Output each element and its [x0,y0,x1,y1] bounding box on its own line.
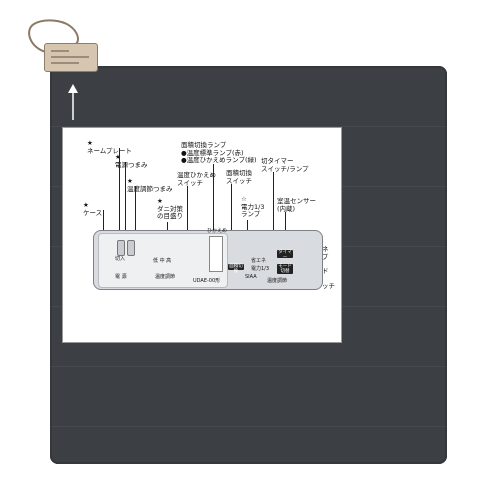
mode-button[interactable]: モード 切替 [277,264,293,274]
callout-area-switch: 面積切換 スイッチ [226,169,252,185]
controller-diagram-panel: ★ ネームプレート ★ 電源つまみ ★ 温度調節つまみ ★ ケース ★ ダニ対策… [62,127,342,343]
timer-button[interactable]: タイマー [277,250,293,260]
brand-label: SIAA [245,274,257,280]
callout-off-timer: 切タイマー スイッチ/ランプ [261,157,309,173]
callout-mite-marker: ★ ダニ対策 の目盛り [157,197,183,220]
callout-room-sensor: 室温センサー (内蔵) [277,197,316,213]
callout-temp-hold-switch: 温度ひかえめ スイッチ [177,171,216,187]
controller-face: 切入 低 中 高 電 源 温度調節 [98,233,228,288]
area-switch-button[interactable]: 面積切換 [228,264,244,274]
model-label: UDAE-00形 [193,278,221,284]
callout-case: ★ ケース [83,201,103,217]
callout-power13-lamp: ☆ 電力1/3 ランプ [241,195,265,218]
temp-scale-label: 低 中 高 [153,258,172,264]
callout-nameplate: ★ ネームプレート [87,139,132,155]
power-label: 電 源 [115,274,127,280]
temp-label: 温度調節 [155,274,176,280]
callout-temp-knob: ★ 温度調節つまみ [127,177,173,193]
callout-area-lamp: 面積切換ランプ ●温度標準ランプ(赤) ●温度ひかえめランプ(緑) [181,141,257,164]
area-switch-module [209,236,223,272]
up-arrow-icon [68,84,78,120]
setting-label: 温度調節 [267,278,288,284]
carpet-controller[interactable] [44,43,98,72]
temp-knob[interactable] [127,240,135,256]
callout-power-knob: ★ 電源つまみ [115,153,148,169]
power-on-label: 切入 [115,256,126,262]
hold-button-label: ひかえめ [207,228,228,234]
eco-button-label: 省エネ 電力1/3 [251,258,270,272]
power-knob[interactable] [117,240,125,256]
